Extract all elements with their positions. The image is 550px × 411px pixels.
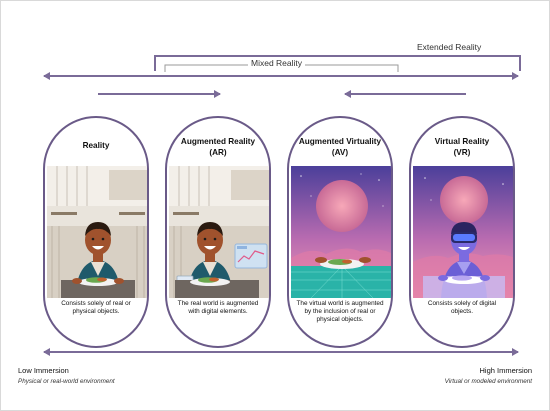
card-augmented-reality: Augmented Reality (AR) (165, 116, 271, 348)
virtual-landscape-with-real-food-icon (291, 166, 391, 298)
high-immersion-label: High Immersion (479, 366, 532, 375)
card-virtual-reality: Virtual Reality (VR) (409, 116, 515, 348)
high-immersion-sublabel: Virtual or modeled environment (444, 378, 532, 385)
real-kitchen-person-with-hologram-icon (169, 166, 269, 298)
card-title-subline: (VR) (453, 148, 471, 157)
card-augmented-virtuality: Augmented Virtuality (AV) (287, 116, 393, 348)
card-title: Virtual Reality (VR) (411, 136, 513, 158)
extended-reality-bracket (154, 55, 521, 71)
card-title-line: Reality (82, 141, 110, 150)
virtual-landscape-person-with-headset-icon (413, 166, 513, 298)
extended-reality-label: Extended Reality (414, 42, 485, 52)
card-description: The real world is augmented with digital… (177, 300, 259, 315)
card-title-line: Virtual Reality (434, 137, 490, 146)
card-title-subline: (AV) (331, 148, 349, 157)
card-title-subline: (AR) (209, 148, 227, 157)
mixed-reality-label: Mixed Reality (248, 58, 306, 68)
card-title: Reality (45, 140, 147, 151)
card-reality: Reality (43, 116, 149, 348)
low-immersion-label: Low Immersion (18, 366, 69, 375)
card-description: Consists solely of digital objects. (427, 300, 497, 315)
card-description: The virtual world is augmented by the in… (296, 300, 384, 323)
card-title-line: Augmented Virtuality (298, 137, 382, 146)
card-description: Consists solely of real or physical obje… (61, 300, 131, 315)
real-kitchen-person-eating-icon (47, 166, 147, 298)
low-immersion-sublabel: Physical or real-world environment (18, 378, 115, 385)
card-title: Augmented Reality (AR) (167, 136, 269, 158)
card-title: Augmented Virtuality (AV) (289, 136, 391, 158)
card-title-line: Augmented Reality (180, 137, 256, 146)
